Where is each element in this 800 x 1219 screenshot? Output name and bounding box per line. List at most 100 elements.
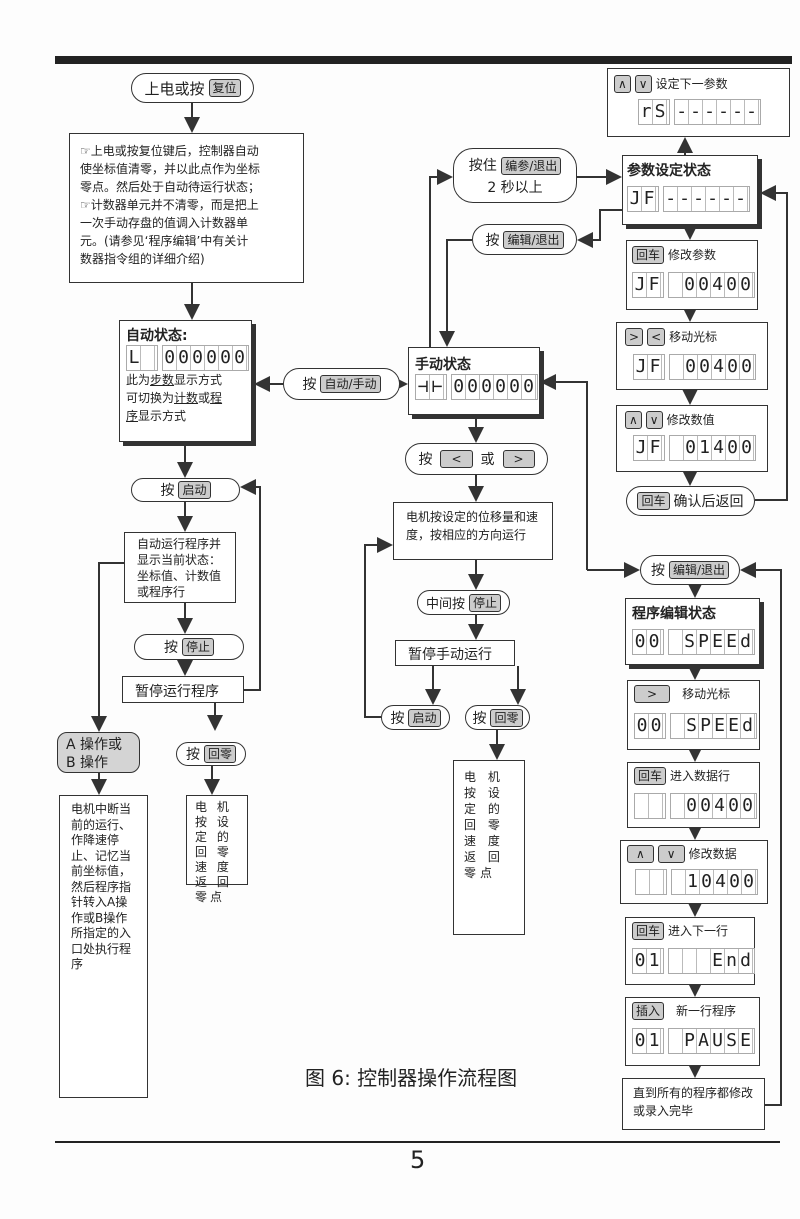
t: 程 <box>210 391 223 405</box>
box-text: 自动运行程序并显示当前状态：坐标值、计数值或程序行 <box>137 537 222 599</box>
display-value: 10400 <box>670 869 759 895</box>
display-value: 000000 <box>450 374 539 400</box>
start-key[interactable]: 启动 <box>178 481 211 499</box>
node-text: 按 <box>163 640 178 656</box>
note-line: 一次手动存盘的值调入计数器单 <box>80 216 249 230</box>
display-value: 00400 <box>668 354 757 380</box>
down-key[interactable]: ∨ <box>634 75 652 93</box>
right-key[interactable]: > <box>634 685 671 703</box>
note-line: 使坐标值清零，并以此点作为坐标 <box>80 162 261 176</box>
node-text: 按 <box>650 563 665 579</box>
enter-key[interactable]: 回车 <box>632 246 665 264</box>
note-line: 元。(请参见‘程序编辑’中有关计 <box>80 234 249 248</box>
up-key[interactable]: ∧ <box>614 75 631 93</box>
manual-zero-desc-box: 电 机 按 设 定 的 回 零 速 度 返 回 零点 <box>453 760 525 935</box>
display-line: 01 <box>632 948 664 974</box>
ab-operation-node: A 操作或 B 操作 <box>57 732 140 773</box>
t: 显示方式 <box>138 409 187 423</box>
node-text: 按 <box>485 232 500 249</box>
t: 可切换为 <box>126 391 175 405</box>
motor-move-box: 电机按设定的位移量和速度，按相应的方向运行 <box>393 502 553 560</box>
display-value: SPEEd <box>669 713 758 739</box>
pause-manual-box: 暂停手动运行 <box>395 640 515 666</box>
enter-data-row-box: 回车进入数据行 00400 <box>627 762 760 828</box>
label: 修改参数 <box>668 248 717 262</box>
display-line <box>635 869 667 895</box>
down-key[interactable]: ∨ <box>645 411 663 429</box>
stop-key[interactable]: 停止 <box>469 593 502 612</box>
display-value: 00400 <box>669 793 758 819</box>
label: 设定下一参数 <box>655 77 728 91</box>
node-text: 按 <box>418 452 433 468</box>
auto-start-node: 按启动 <box>131 478 240 502</box>
label: 移动光标 <box>682 687 731 701</box>
return-zero-key[interactable]: 回零 <box>203 745 236 763</box>
t: 显示方式 <box>174 373 223 387</box>
t: 序 <box>126 409 139 423</box>
right-key[interactable]: > <box>625 328 644 346</box>
display-line: 00 <box>634 713 666 739</box>
box-text: 电机按设定的位移量和速度，按相应的方向运行 <box>406 510 539 542</box>
hold-duration: 2 秒以上 <box>487 179 543 196</box>
left-key[interactable]: < <box>647 328 666 346</box>
start-key[interactable]: 启动 <box>408 708 441 727</box>
up-key[interactable]: ∧ <box>627 845 654 863</box>
enter-key[interactable]: 回车 <box>634 767 667 785</box>
top-rule <box>55 56 792 64</box>
left-key[interactable]: < <box>440 450 473 468</box>
confirm-return-node: 回车确认后返回 <box>626 486 755 516</box>
enter-key[interactable]: 回车 <box>632 922 665 940</box>
label: 进入数据行 <box>670 769 731 783</box>
edit-exit-key[interactable]: 编辑/退出 <box>668 561 730 579</box>
manual-state-title: 手动状态 <box>415 357 471 373</box>
box-text: 电 机 按 设 定 的 回 零 速 度 返 回 零点 <box>464 770 504 880</box>
edit-param-exit-key[interactable]: 编参/退出 <box>501 156 562 175</box>
reset-key[interactable]: 复位 <box>208 79 241 97</box>
display-value: ------ <box>662 186 751 212</box>
down-key[interactable]: ∨ <box>657 845 685 863</box>
stop-key[interactable]: 停止 <box>181 638 214 656</box>
power-on-note: ☞上电或按复位键后，控制器自动使坐标值清零，并以此点作为坐标零点。然后处于自动待… <box>69 133 304 283</box>
param-state-title: 参数设定状态 <box>627 163 711 179</box>
edit-exit-node: 按编辑/退出 <box>472 224 577 255</box>
edit-exit-key[interactable]: 编辑/退出 <box>503 230 564 249</box>
auto-zero-desc-box: 电 机 按 设 定 的 回 零 速 度 返 回 零点 <box>186 795 248 904</box>
return-zero-key[interactable]: 回零 <box>490 708 523 727</box>
node-text: 按 <box>160 483 175 499</box>
display-value: End <box>667 948 756 974</box>
prog-state-title: 程序编辑状态 <box>632 606 716 622</box>
manual-zero-node: 按回零 <box>465 705 530 730</box>
node-text: 中间按 <box>425 597 465 612</box>
auto-desc-line2: 可切换为计数或程 <box>126 389 245 407</box>
t: 步数 <box>150 373 175 387</box>
page-number: 5 <box>410 1146 426 1174</box>
display-value: 000000 <box>161 345 250 371</box>
label: 确认后返回 <box>673 494 744 510</box>
auto-zero-node: 按回零 <box>176 742 246 766</box>
label: 修改数据 <box>688 847 737 861</box>
up-key[interactable]: ∧ <box>625 411 642 429</box>
until-done-box: 直到所有的程序都修改或录入完毕 <box>622 1078 765 1130</box>
mid-stop-node: 中间按停止 <box>417 590 510 615</box>
display-line: 01 <box>632 1028 664 1054</box>
enter-key[interactable]: 回车 <box>637 492 670 510</box>
display-mode: L <box>126 345 158 371</box>
pause-auto-box: 暂停运行程序 <box>122 676 244 703</box>
label: 移动光标 <box>669 330 718 344</box>
note-line: 零点。然后处于自动待运行状态； <box>80 180 261 194</box>
node-text: 按 <box>302 377 317 393</box>
auto-manual-key[interactable]: 自动/手动 <box>320 375 381 393</box>
insert-key[interactable]: 插入 <box>632 1002 665 1020</box>
right-key[interactable]: > <box>502 450 535 468</box>
auto-stop-node: 按停止 <box>134 634 244 660</box>
display-value: ------ <box>673 99 762 125</box>
note-line: ☞上电或按复位键后，控制器自动 <box>80 144 259 158</box>
